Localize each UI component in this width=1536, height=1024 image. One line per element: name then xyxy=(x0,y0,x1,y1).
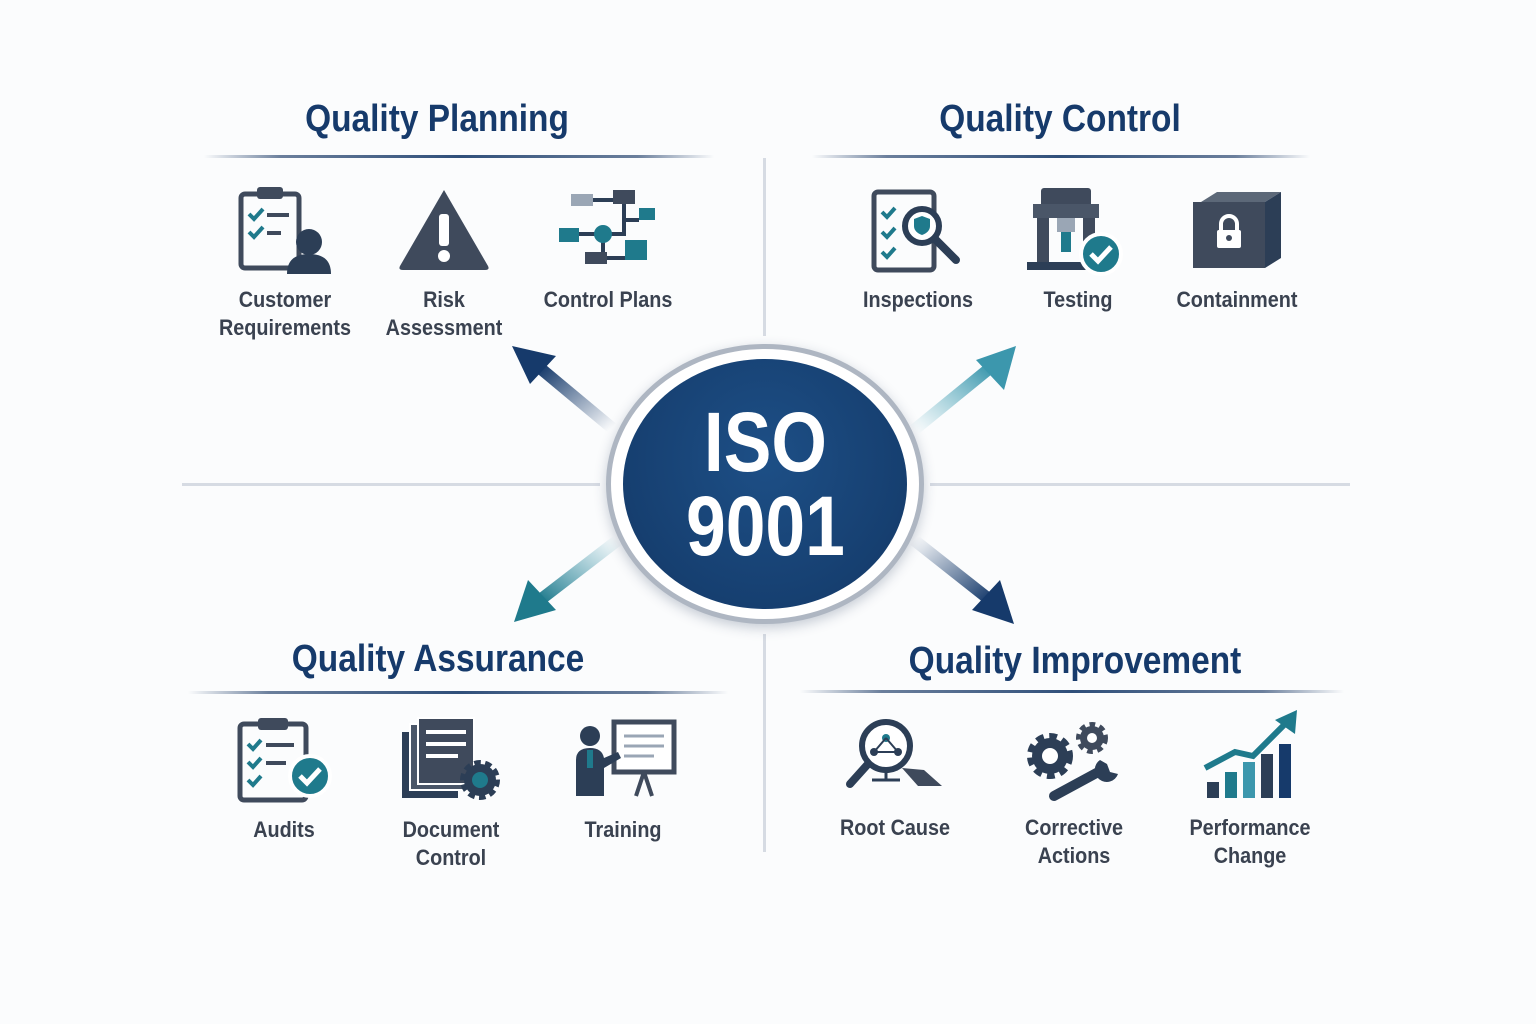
rule-quality-planning xyxy=(204,155,714,158)
rule-quality-control xyxy=(812,155,1310,158)
item-training: Training xyxy=(560,716,686,844)
bar-chart-arrow-icon xyxy=(1203,710,1297,798)
label-root-cause: Root Cause xyxy=(839,815,951,840)
item-customer-requirements: Customer Requirements xyxy=(200,184,370,342)
clipboard-user-icon xyxy=(238,187,331,274)
label-audits: Audits xyxy=(253,817,315,842)
arrow-to-control xyxy=(910,346,1016,435)
gears-wrench-icon xyxy=(1027,722,1118,801)
item-risk-assessment: Risk Assessment xyxy=(372,184,516,342)
label-testing: Testing xyxy=(1043,287,1113,312)
arrow-to-assurance xyxy=(514,535,622,622)
flowchart-icon xyxy=(559,190,655,264)
divider-left xyxy=(182,483,600,486)
label-control-plans: Control Plans xyxy=(543,287,673,312)
item-inspections: Inspections xyxy=(848,188,988,314)
item-performance-change: Performance Change xyxy=(1180,706,1320,870)
label-containment: Containment xyxy=(1176,287,1298,312)
arrow-to-planning xyxy=(512,346,616,433)
title-quality-planning: Quality Planning xyxy=(305,98,569,140)
label-inspections: Inspections xyxy=(862,287,974,312)
title-quality-improvement: Quality Improvement xyxy=(908,640,1242,682)
label-risk-assessment: Risk Assessment xyxy=(385,287,503,340)
item-corrective-actions: Corrective Actions xyxy=(984,716,1164,870)
iso9001-core: ISO 9001 xyxy=(623,359,907,609)
divider-top xyxy=(763,158,766,336)
item-containment: Containment xyxy=(1162,188,1312,314)
magnifier-network-icon xyxy=(846,719,942,788)
label-customer-requirements: Customer Requirements xyxy=(218,287,352,340)
arrow-to-improvement xyxy=(910,535,1014,624)
clipboard-check-icon xyxy=(237,718,332,803)
warning-triangle-icon xyxy=(399,190,489,270)
center-line-1: ISO xyxy=(703,395,827,489)
center-line-2: 9001 xyxy=(685,479,845,573)
item-testing: Testing xyxy=(1018,184,1138,314)
document-gear-icon xyxy=(402,717,500,800)
locked-box-icon xyxy=(1193,192,1281,268)
iso9001-badge: ISO 9001 xyxy=(606,344,924,624)
rule-quality-assurance xyxy=(188,691,728,694)
item-control-plans: Control Plans xyxy=(526,184,690,314)
item-audits: Audits xyxy=(226,716,342,844)
item-root-cause: Root Cause xyxy=(830,716,960,842)
rule-quality-improvement xyxy=(800,690,1344,693)
title-quality-assurance: Quality Assurance xyxy=(291,638,585,680)
checklist-magnifier-icon xyxy=(871,189,960,273)
presenter-board-icon xyxy=(576,719,677,797)
label-training: Training xyxy=(584,817,662,842)
label-document-control: Document Control xyxy=(402,817,500,870)
label-performance-change: Performance Change xyxy=(1189,815,1311,868)
divider-right xyxy=(930,483,1350,486)
title-quality-control: Quality Control xyxy=(939,98,1181,140)
test-machine-check-icon xyxy=(1027,188,1123,276)
divider-bottom xyxy=(763,634,766,852)
item-document-control: Document Control xyxy=(360,716,542,872)
label-corrective-actions: Corrective Actions xyxy=(1025,815,1123,868)
